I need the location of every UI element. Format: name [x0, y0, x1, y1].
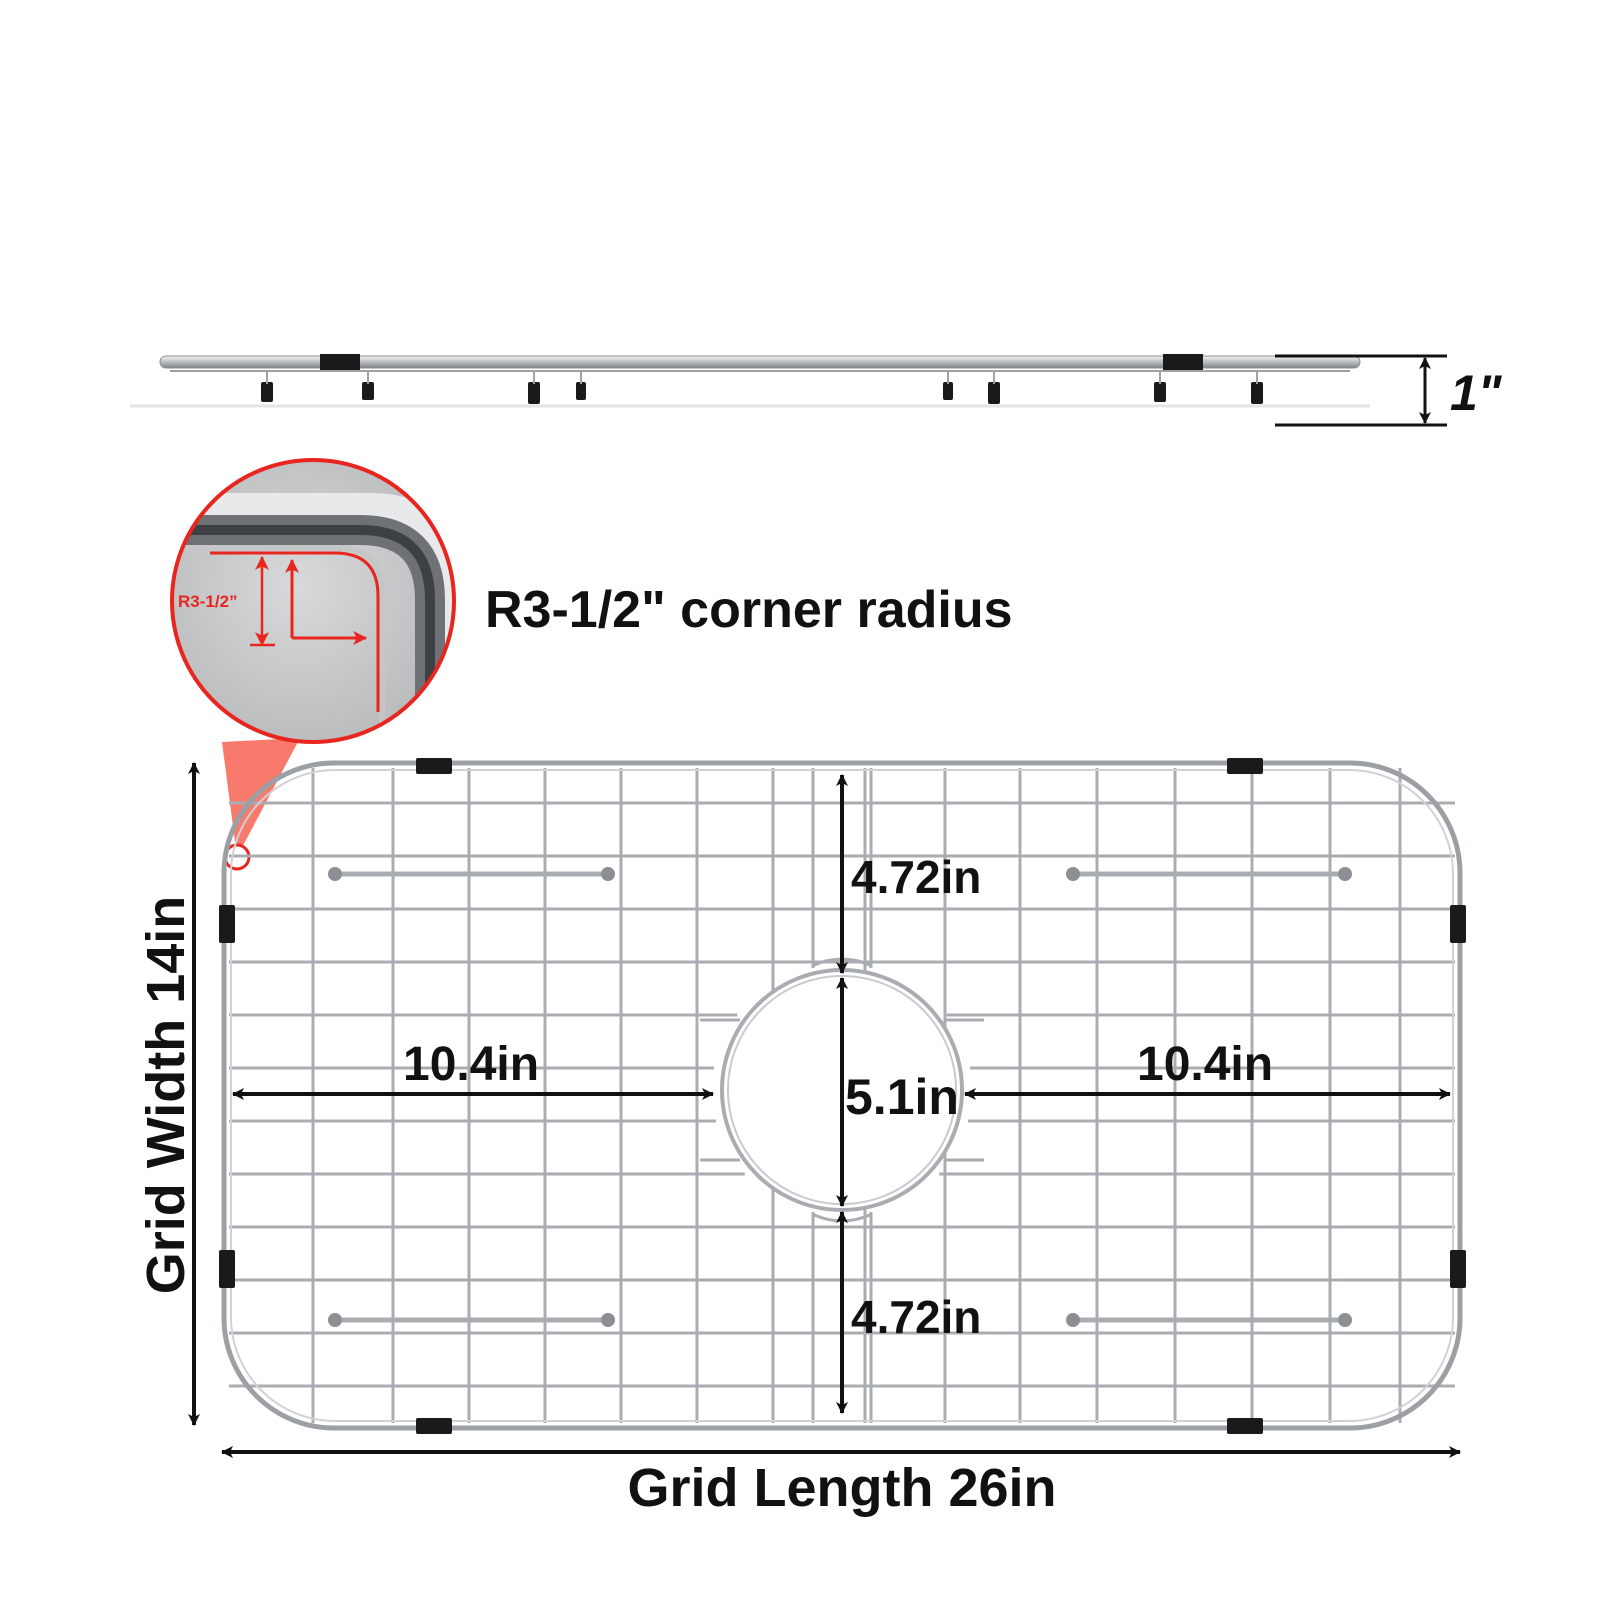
support-bar-ends [328, 867, 1352, 1327]
side-rail [159, 355, 1361, 369]
zoom-radius-label: R3-1/2” [178, 592, 238, 611]
top-gap-label: 4.72in [851, 851, 981, 903]
zoom-connector [222, 738, 300, 857]
grid-frame [221, 760, 1463, 1431]
zoom-frame [170, 458, 456, 744]
height-label: 1" [1450, 365, 1503, 421]
right-span-label: 10.4in [1137, 1038, 1273, 1091]
rubber-bumpers [219, 758, 1466, 1434]
drain-diameter-label: 5.1in [845, 1069, 959, 1125]
corner-zoom: R3-1/2” [170, 458, 456, 871]
side-view: 1" [130, 354, 1503, 427]
bottom-gap-label: 4.72in [851, 1291, 981, 1343]
side-bumper-right [1163, 354, 1203, 370]
side-bumper-left [320, 354, 360, 370]
corner-radius-callout: R3-1/2" corner radius [485, 581, 1013, 639]
grid-width-label: Grid Width 14in [136, 896, 196, 1295]
support-bars [332, 871, 1348, 1323]
radius-curve [210, 551, 380, 712]
side-feet [261, 382, 1263, 404]
dimension-arrows [188, 762, 1461, 1458]
grid-length-label: Grid Length 26in [627, 1458, 1056, 1518]
left-span-label: 10.4in [403, 1038, 539, 1091]
